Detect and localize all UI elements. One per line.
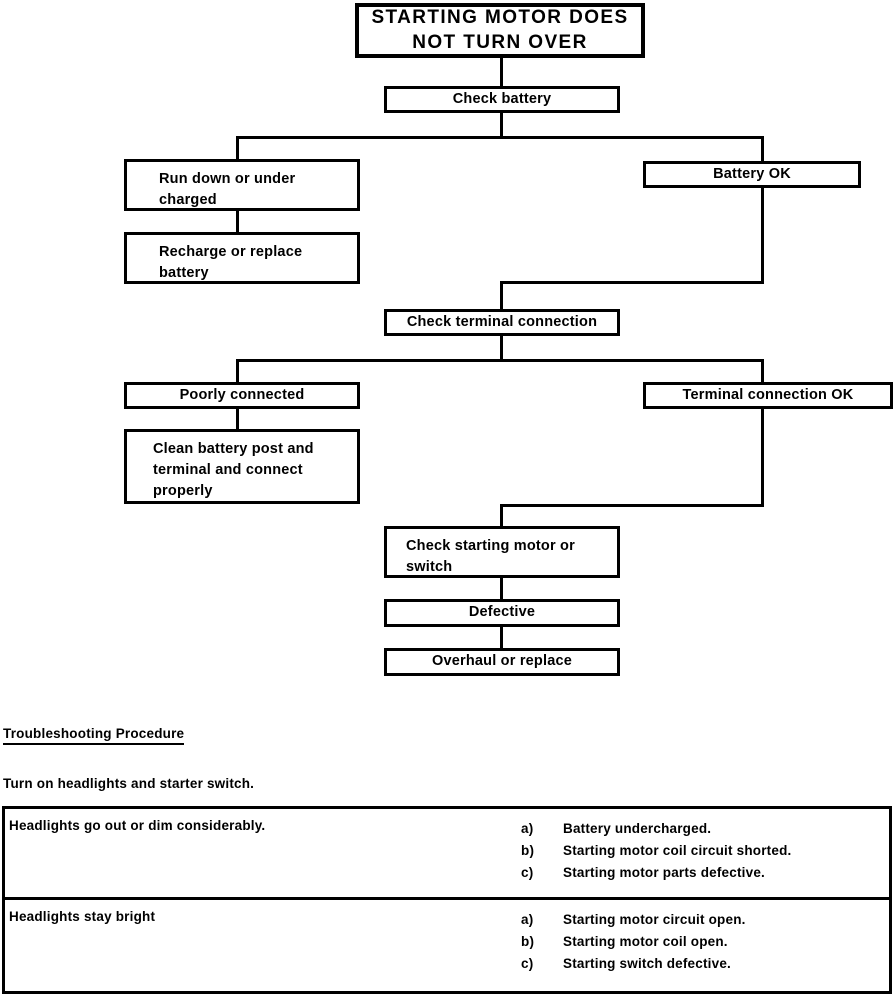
cause-marker: b) (521, 933, 535, 949)
flow-node-defective: Defective (384, 599, 620, 627)
connector-to-run-down (236, 136, 239, 161)
connector-check-battery-down (500, 113, 503, 138)
table-cell-symptom: Headlights go out or dim considerably. (9, 818, 266, 833)
procedure-heading: Troubleshooting Procedure (3, 726, 185, 745)
flow-node-check-motor: Check starting motor or switch (384, 526, 620, 578)
flow-node-defective-label: Defective (468, 604, 536, 621)
cause-marker: c) (521, 955, 534, 971)
connector-title-to-check-battery (500, 58, 503, 86)
flow-node-terminal-ok: Terminal connection OK (643, 382, 893, 409)
table-row: Headlights go out or dim considerably. a… (5, 809, 889, 900)
cause-text: Starting switch defective. (563, 955, 731, 971)
flow-node-check-battery: Check battery (384, 86, 620, 113)
flow-node-run-down: Run down or under charged (124, 159, 360, 211)
flow-node-title-label: STARTING MOTOR DOES NOT TURN OVER (371, 6, 629, 53)
connector-poorly-to-clean (236, 409, 239, 431)
flow-node-battery-ok-label: Battery OK (713, 166, 791, 182)
table-cell-symptom: Headlights stay bright (9, 909, 156, 924)
connector-battery-split-bar (236, 136, 764, 139)
connector-check-motor-to-defective (500, 578, 503, 601)
connector-into-check-terminal (500, 281, 503, 309)
flow-node-overhaul-label: Overhaul or replace (432, 653, 572, 670)
flow-node-check-motor-label: Check starting motor or switch (406, 538, 575, 576)
flow-node-overhaul: Overhaul or replace (384, 648, 620, 676)
cause-marker: c) (521, 864, 534, 880)
cause-text: Starting motor circuit open. (563, 912, 746, 927)
connector-battery-ok-left (500, 281, 764, 284)
table-cell-causes: a) Battery undercharged. b) Starting mot… (505, 809, 889, 897)
flow-node-title: STARTING MOTOR DOES NOT TURN OVER (355, 3, 645, 58)
cause-item: a) Starting motor circuit open. (521, 909, 889, 931)
connector-check-terminal-down (500, 336, 503, 361)
flow-node-battery-ok: Battery OK (643, 161, 861, 188)
cause-marker: a) (521, 912, 534, 927)
connector-battery-ok-down (761, 188, 764, 284)
flow-node-poorly-connected-label: Poorly connected (179, 387, 305, 403)
connector-to-poorly-connected (236, 359, 239, 384)
cause-marker: b) (521, 842, 535, 858)
flow-node-recharge-label: Recharge or replace battery (159, 244, 303, 282)
cause-text: Battery undercharged. (563, 821, 712, 836)
connector-to-battery-ok (761, 136, 764, 161)
troubleshooting-table: Headlights go out or dim considerably. a… (2, 806, 892, 994)
flow-node-recharge: Recharge or replace battery (124, 232, 360, 284)
connector-run-down-to-recharge (236, 211, 239, 234)
cause-marker: a) (521, 821, 534, 836)
connector-into-check-motor (500, 504, 503, 528)
connector-to-terminal-ok (761, 359, 764, 384)
flow-node-run-down-label: Run down or under charged (159, 171, 296, 209)
table-cell-causes: a) Starting motor circuit open. b) Start… (505, 900, 889, 991)
table-row: Headlights stay bright a) Starting motor… (5, 900, 889, 991)
connector-terminal-split-bar (236, 359, 764, 362)
connector-terminal-ok-left (500, 504, 764, 507)
cause-text: Starting motor coil open. (563, 933, 728, 949)
flow-node-terminal-ok-label: Terminal connection OK (682, 387, 854, 403)
cause-item: b) Starting motor coil open. (521, 931, 889, 953)
flow-node-clean-post-label: Clean battery post and terminal and conn… (153, 441, 314, 500)
procedure-instruction: Turn on headlights and starter switch. (3, 776, 255, 791)
flow-node-clean-post: Clean battery post and terminal and conn… (124, 429, 360, 504)
flow-node-check-terminal-label: Check terminal connection (406, 314, 598, 330)
flow-node-check-battery-label: Check battery (452, 91, 552, 107)
cause-item: b) Starting motor coil circuit shorted. (521, 840, 889, 862)
cause-text: Starting motor parts defective. (563, 864, 765, 880)
cause-item: a) Battery undercharged. (521, 818, 889, 840)
cause-item: c) Starting switch defective. (521, 953, 889, 975)
cause-text: Starting motor coil circuit shorted. (563, 842, 792, 858)
flow-node-poorly-connected: Poorly connected (124, 382, 360, 409)
connector-defective-to-overhaul (500, 627, 503, 650)
cause-item: c) Starting motor parts defective. (521, 862, 889, 884)
connector-terminal-ok-down (761, 409, 764, 507)
flow-node-check-terminal: Check terminal connection (384, 309, 620, 336)
